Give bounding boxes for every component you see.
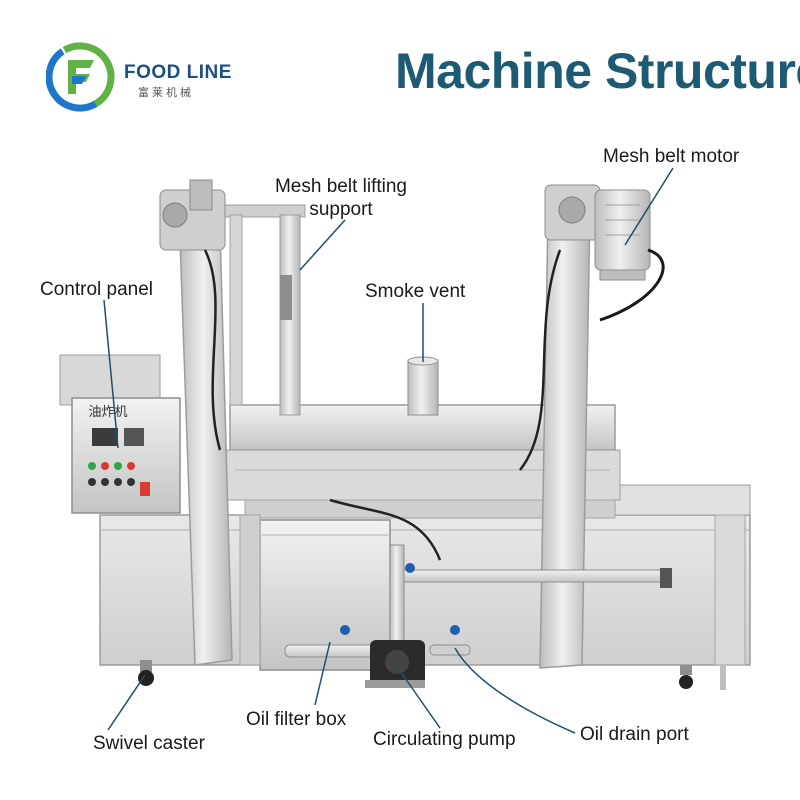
leader-oil-filter-box — [314, 641, 331, 706]
cable-mid — [329, 498, 442, 561]
caster-right — [679, 665, 693, 689]
food-line-logo-icon — [45, 42, 115, 112]
cable-right — [519, 249, 562, 471]
control-panel-box: 油炸机 — [59, 354, 181, 514]
leader-control-panel — [103, 299, 119, 449]
logo: FOOD LINE 富莱机械 — [45, 42, 246, 112]
swivel-caster — [138, 660, 154, 686]
circulating-pump — [365, 640, 425, 688]
label-mesh-belt-lifting-support: Mesh belt lifting support — [256, 175, 426, 221]
temperature-display — [92, 428, 118, 446]
leader-swivel-caster — [107, 674, 146, 731]
label-oil-drain-port: Oil drain port — [580, 724, 689, 745]
brand-name-chinese: 富莱机械 — [138, 86, 194, 99]
label-mesh-belt-lifting-support-line2: support — [309, 199, 373, 220]
label-mesh-belt-lifting-support-line1: Mesh belt lifting — [274, 176, 407, 197]
left-conveyor-column — [159, 179, 233, 666]
oil-pipes — [284, 544, 672, 658]
page-title: Machine Structure — [395, 43, 800, 99]
label-swivel-caster: Swivel caster — [93, 733, 205, 754]
leader-oil-drain-port — [454, 647, 576, 734]
label-oil-filter-box: Oil filter box — [246, 709, 347, 730]
leader-lifting-support — [299, 219, 346, 271]
mesh-belt-motor — [594, 189, 665, 322]
right-conveyor-column — [539, 184, 601, 669]
leader-circulating-pump — [397, 667, 441, 729]
panel-nameplate: 油炸机 — [88, 404, 127, 419]
leveling-foot — [720, 665, 726, 690]
timer-display — [124, 428, 144, 446]
leader-lines — [103, 167, 674, 734]
brand-name: FOOD LINE — [124, 62, 232, 83]
lifting-support-frame — [224, 204, 306, 416]
smoke-vent-pipe — [407, 356, 439, 416]
label-circulating-pump: Circulating pump — [373, 729, 516, 750]
label-smoke-vent: Smoke vent — [365, 281, 466, 302]
cable-left — [203, 249, 222, 451]
label-mesh-belt-motor: Mesh belt motor — [603, 146, 740, 167]
label-control-panel: Control panel — [40, 279, 154, 300]
leader-mesh-belt-motor — [624, 167, 674, 246]
